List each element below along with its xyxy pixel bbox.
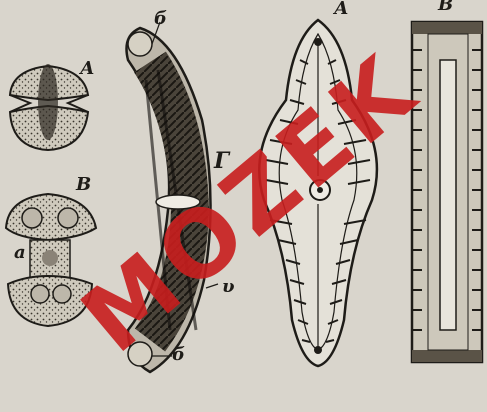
biology-illustration-plate xyxy=(0,0,487,382)
diatom-valve-view xyxy=(259,20,377,366)
label-fig-a-small: а xyxy=(14,244,26,262)
label-fig-b-top: б xyxy=(154,10,167,28)
label-fig-g: Г xyxy=(214,150,229,172)
label-fig-b-left: В xyxy=(76,176,91,194)
diatom-girdle-view xyxy=(412,22,482,362)
label-fig-a-left: А xyxy=(80,60,95,78)
closterium-cell xyxy=(127,22,219,372)
desmid-cell-a xyxy=(10,64,88,150)
label-fig-b-diatom: В xyxy=(438,0,453,14)
label-fig-a-diatom: А xyxy=(334,0,349,18)
label-fig-b-bottom: б xyxy=(172,346,185,364)
label-fig-v: υ xyxy=(222,278,235,296)
